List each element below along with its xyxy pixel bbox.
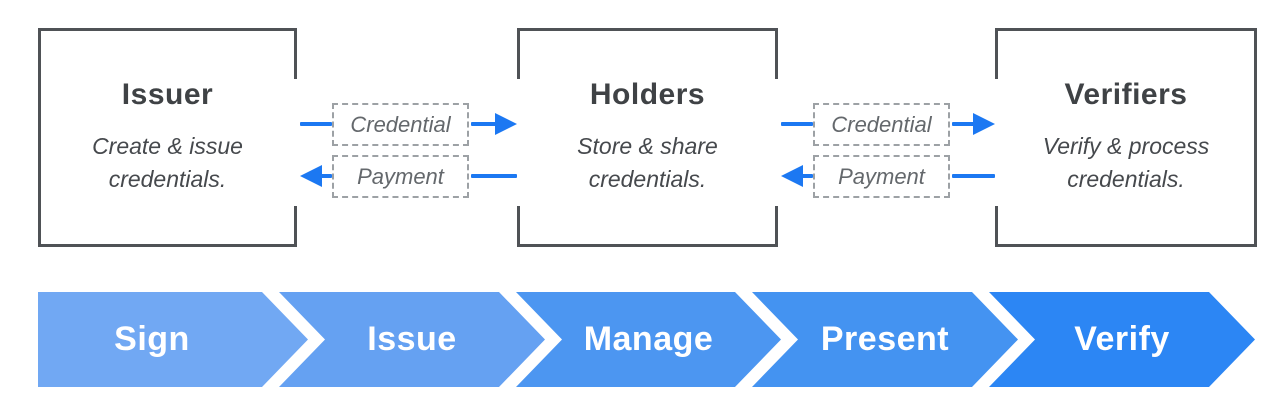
process-step-issue: Issue [279, 292, 545, 387]
actor-title: Holders [589, 77, 706, 111]
flow-line [471, 174, 517, 178]
actor-subtitle: Verify & process credentials. [1042, 132, 1210, 192]
process-step-label: Issue [367, 320, 457, 358]
border-gap [294, 79, 297, 206]
process-steps-bar: Sign Issue Manage Present Verify [0, 292, 1288, 387]
flow-line [952, 174, 995, 178]
actor-title: Issuer [121, 77, 214, 111]
process-step-label: Present [820, 320, 950, 358]
credential-label-box: Credential [813, 103, 950, 146]
credential-flow-row: Credential [781, 103, 995, 146]
actor-subtitle: Store & share credentials. [577, 132, 718, 192]
flow-line [952, 122, 975, 126]
actor-title: Verifiers [1064, 77, 1188, 111]
process-step-sign: Sign [38, 292, 308, 387]
process-step-verify: Verify [989, 292, 1255, 387]
arrow-left-icon [781, 165, 803, 187]
actor-box-verifiers: Verifiers Verify & process credentials. [995, 28, 1257, 247]
payment-label-box: Payment [813, 155, 950, 198]
actor-subtitle: Create & issue credentials. [92, 132, 243, 192]
arrow-right-icon [495, 113, 517, 135]
process-step-label: Verify [1074, 320, 1170, 358]
process-step-manage: Manage [516, 292, 781, 387]
credential-label-box: Credential [332, 103, 469, 146]
channel-holders-verifiers: Credential Payment [781, 98, 995, 203]
border-gap [775, 79, 778, 206]
process-step-present: Present [752, 292, 1018, 387]
flow-line [320, 174, 332, 178]
process-step-label: Manage [583, 320, 714, 358]
flow-line [471, 122, 497, 126]
arrow-left-icon [300, 165, 322, 187]
actor-box-holders: Holders Store & share credentials. [517, 28, 778, 247]
flow-line [300, 122, 332, 126]
channel-issuer-holders: Credential Payment [300, 98, 517, 203]
payment-flow-row: Payment [781, 155, 995, 198]
flow-line [801, 174, 813, 178]
process-step-label: Sign [114, 320, 190, 358]
border-gap [517, 79, 520, 206]
payment-label-box: Payment [332, 155, 469, 198]
credential-flow-row: Credential [300, 103, 517, 146]
payment-flow-row: Payment [300, 155, 517, 198]
arrow-right-icon [973, 113, 995, 135]
border-gap [995, 79, 998, 206]
actor-box-issuer: Issuer Create & issue credentials. [38, 28, 297, 247]
flow-line [781, 122, 813, 126]
